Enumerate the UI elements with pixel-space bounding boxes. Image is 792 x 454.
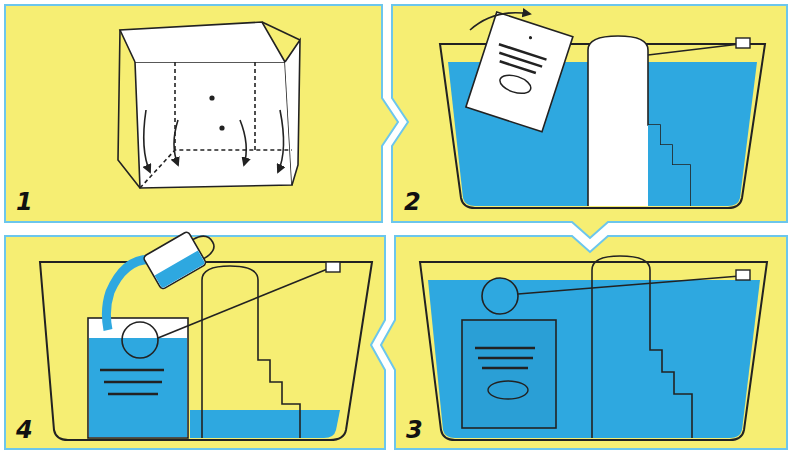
step-number: 3 <box>406 418 427 442</box>
step-panel: 1 <box>16 190 37 216</box>
panel-backgrounds <box>5 5 787 449</box>
step-number: 4 <box>16 418 37 442</box>
step-number: 1 <box>16 190 37 214</box>
tank-2 <box>440 12 765 208</box>
step-number: 2 <box>404 190 425 214</box>
panel <box>392 5 787 238</box>
tank-4 <box>40 223 372 440</box>
tank-3 <box>420 256 767 440</box>
folded-packet <box>118 22 300 188</box>
step-panel: 4 <box>16 418 37 444</box>
panel <box>5 236 385 449</box>
panel <box>381 236 787 449</box>
panel <box>5 5 398 222</box>
step-panel: 2 <box>404 190 425 216</box>
step-panel: 3 <box>406 418 427 444</box>
